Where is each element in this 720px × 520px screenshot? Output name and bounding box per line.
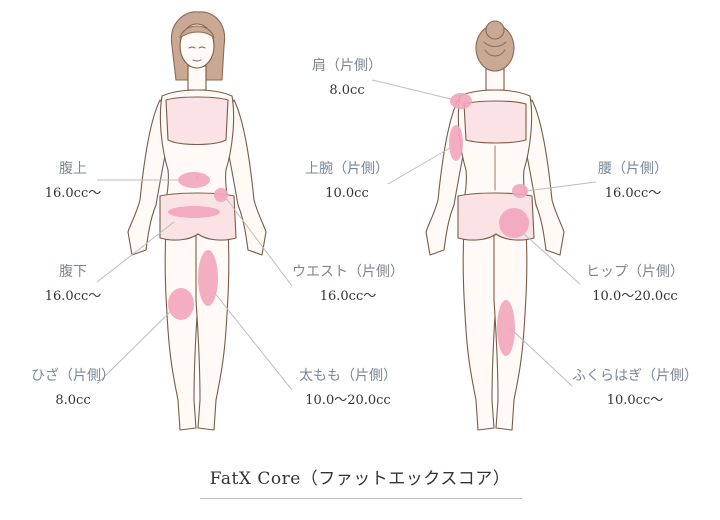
leader-lines: [96, 79, 597, 391]
leader-line-upper-arm: [387, 147, 451, 185]
area-volume: 10.0cc～: [606, 393, 664, 408]
leader-line-waist: [225, 197, 293, 287]
label-abdomen-upper: 腹上 16.0cc～: [18, 160, 128, 203]
area-name: 腹下: [59, 264, 87, 280]
area-volume: 16.0cc～: [44, 289, 102, 304]
area-volume: 16.0cc～: [604, 186, 662, 201]
area-volume: 16.0cc～: [319, 289, 377, 304]
marker-back-waist: [512, 184, 528, 198]
marker-shoulder: [450, 93, 472, 109]
area-volume: 10.0～20.0cc: [592, 289, 678, 304]
label-thigh: 太もも（片側） 10.0～20.0cc: [278, 367, 418, 410]
label-waist: ウエスト（片側） 16.0cc～: [278, 263, 418, 306]
marker-upper-arm: [449, 125, 463, 161]
back-body-figure-icon: [425, 20, 565, 431]
label-calf: ふくらはぎ（片側） 10.0cc～: [560, 367, 710, 410]
area-name: 上腕（片側）: [305, 161, 389, 177]
leader-line-calf: [509, 327, 573, 387]
area-name: 太もも（片側）: [299, 368, 397, 384]
label-back-waist: 腰（片側） 16.0cc～: [578, 160, 688, 203]
area-volume: 10.0～20.0cc: [305, 393, 391, 408]
label-knee: ひざ（片側） 8.0cc: [8, 367, 138, 410]
leader-line-hip: [523, 233, 581, 285]
leader-line-back-waist: [525, 181, 597, 192]
label-hip: ヒップ（片側） 10.0～20.0cc: [570, 263, 700, 306]
footer-title: FatX Core（ファットエックスコア）: [209, 469, 511, 489]
leader-line-abdomen-lower: [96, 221, 175, 283]
label-upper-arm: 上腕（片側） 10.0cc: [282, 160, 412, 203]
area-name: 肩（片側）: [312, 58, 382, 74]
area-name: ふくらはぎ（片側）: [572, 368, 698, 384]
area-volume: 8.0cc: [55, 393, 91, 408]
area-name: ひざ（片側）: [31, 368, 115, 384]
marker-abdomen-upper: [178, 172, 210, 188]
marker-abdomen-lower: [168, 206, 220, 218]
leader-line-thigh: [213, 291, 293, 391]
area-name: ウエスト（片側）: [292, 264, 404, 280]
area-volume: 10.0cc: [325, 186, 369, 201]
marker-waist: [214, 188, 228, 202]
label-abdomen-lower: 腹下 16.0cc～: [18, 263, 128, 306]
marker-knee: [168, 288, 194, 320]
leader-line-knee: [96, 309, 173, 385]
area-name: ヒップ（片側）: [586, 264, 684, 280]
front-body-figure-icon: [127, 11, 267, 431]
leader-line-shoulder: [371, 79, 456, 101]
footer-divider: [200, 498, 522, 499]
area-name: 腰（片側）: [598, 161, 668, 177]
area-volume: 8.0cc: [329, 83, 365, 98]
marker-calf: [497, 300, 515, 356]
area-volume: 16.0cc～: [44, 186, 102, 201]
area-name: 腹上: [59, 161, 87, 177]
marker-hip: [499, 208, 529, 238]
label-shoulder: 肩（片側） 8.0cc: [292, 57, 402, 100]
marker-thigh: [198, 250, 218, 306]
